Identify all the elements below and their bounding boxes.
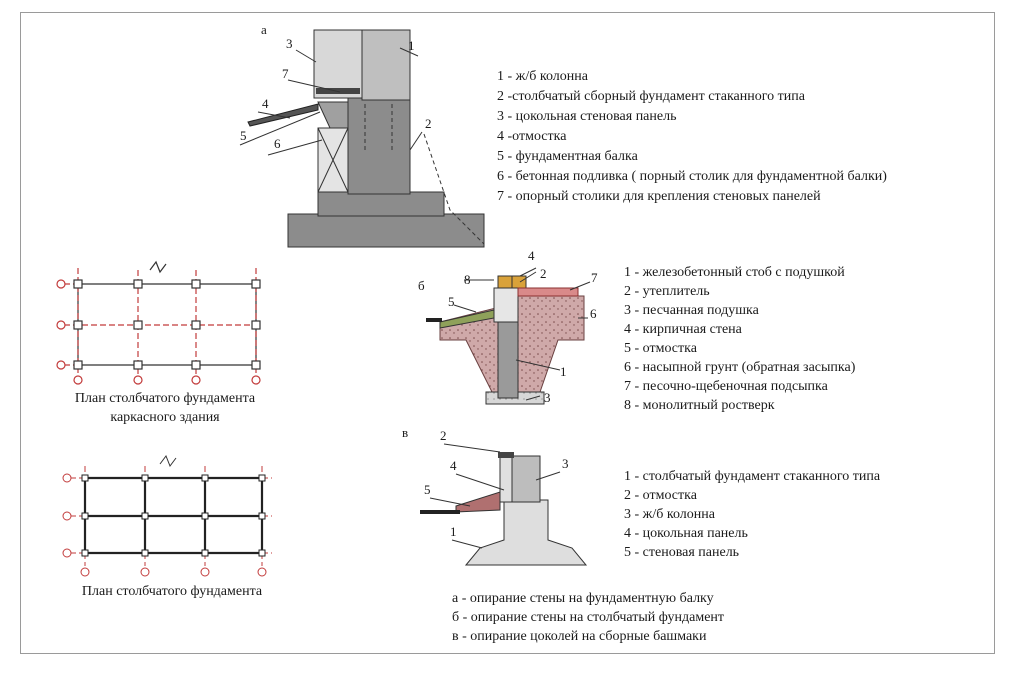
diagram-a: а 3 1 7 4 5 6 2 — [239, 22, 485, 248]
foundation-base-a — [287, 213, 485, 248]
legend-v-item: 2 - отмостка — [624, 488, 698, 503]
plan1-caption-line2: каркасного здания — [110, 410, 220, 425]
caption-v: в - опирание цоколей на сборные башмаки — [452, 629, 707, 644]
legend-a-item: 7 - опорный столики для крепления стенов… — [497, 189, 821, 204]
socket-block-a — [347, 97, 411, 195]
marker-b-6: 6 — [590, 306, 597, 321]
legend-b-item: 3 - песчанная подушка — [624, 303, 760, 318]
marker-b-3: 3 — [544, 390, 551, 405]
diagram-v: в 2 4 3 5 1 — [402, 425, 588, 566]
plan-frame-building — [56, 260, 261, 385]
marker-b-4: 4 — [528, 248, 535, 263]
marker-a-5: 5 — [240, 128, 247, 143]
section-label-v: в — [402, 425, 408, 440]
blind-area-v — [420, 510, 460, 514]
marker-a-3: 3 — [286, 36, 293, 51]
legend-b-item: 6 - насыпной грунт (обратная засыпка) — [624, 360, 856, 375]
legend-a-item: 4 -отмостка — [497, 129, 567, 144]
legend-a-item: 2 -столбчатый сборный фундамент стаканно… — [497, 89, 806, 104]
legend-b-item: 4 - кирпичная стена — [624, 322, 743, 337]
legend-b-item: 5 - отмостка — [624, 341, 698, 356]
marker-a-4: 4 — [262, 96, 269, 111]
marker-v-5: 5 — [424, 482, 431, 497]
caption-b: б - опирание стены на столбчатый фундаме… — [452, 610, 724, 625]
diagram-b: б 4 2 7 8 5 6 1 3 — [418, 248, 598, 405]
legend-v-item: 1 - столбчатый фундамент стаканного типа — [624, 469, 881, 484]
legend-v-item: 5 - стеновая панель — [624, 545, 739, 560]
blind-area-b — [439, 309, 495, 329]
caption-a: а - опирание стены на фундаментную балку — [452, 591, 714, 606]
grillage-b — [493, 287, 519, 323]
legend-b-item: 7 - песочно-щебеночная подсыпка — [624, 379, 829, 394]
plan1-caption-line1: План столбчатого фундамента — [75, 391, 256, 406]
legend-b: 1 - железобетонный стоб с подушкой 2 - у… — [624, 265, 856, 413]
marker-a-2: 2 — [425, 116, 432, 131]
wall-panel-v — [455, 491, 501, 513]
legend-a: 1 - ж/б колонна 2 -столбчатый сборный фу… — [497, 69, 887, 204]
legend-a-item: 3 - цокольная стеновая панель — [497, 109, 676, 124]
blind-area-a — [247, 103, 319, 127]
support-table-a — [316, 88, 360, 94]
marker-a-7: 7 — [282, 66, 289, 81]
marker-b-5: 5 — [448, 294, 455, 309]
legend-a-item: 1 - ж/б колонна — [497, 69, 589, 84]
plinth-panel-v — [499, 455, 513, 503]
rc-column-v — [511, 455, 541, 503]
marker-b-1: 1 — [560, 364, 567, 379]
precast-shoe-v — [464, 499, 588, 566]
marker-b-2: 2 — [540, 266, 547, 281]
legend-a-item: 5 - фундаментная балка — [497, 149, 639, 164]
legend-v: 1 - столбчатый фундамент стаканного типа… — [624, 469, 881, 560]
legend-v-item: 3 - ж/б колонна — [624, 507, 716, 522]
section-label-a: а — [261, 22, 267, 37]
legend-b-item: 2 - утеплитель — [624, 284, 710, 299]
section-label-b: б — [418, 278, 425, 293]
marker-a-1: 1 — [408, 38, 415, 53]
rc-column-a — [361, 29, 411, 101]
marker-v-3: 3 — [562, 456, 569, 471]
marker-v-2: 2 — [440, 428, 447, 443]
marker-a-6: 6 — [274, 136, 281, 151]
foundation-step-a — [317, 191, 445, 217]
rc-pillar-b — [497, 317, 519, 399]
plan2-caption: План столбчатого фундамента — [82, 584, 263, 599]
legend-b-item: 1 - железобетонный стоб с подушкой — [624, 265, 845, 280]
legend-b-item: 8 - монолитный ростверк — [624, 398, 775, 413]
legend-a-item: 6 - бетонная подливка ( порный столик дл… — [497, 169, 887, 184]
marker-v-4: 4 — [450, 458, 457, 473]
gravel-layer-b — [517, 287, 579, 297]
concrete-pad-a — [317, 101, 349, 129]
plan-column-foundation — [62, 454, 272, 577]
marker-b-7: 7 — [591, 270, 598, 285]
marker-b-8: 8 — [464, 272, 471, 287]
legend-v-item: 4 - цокольная панель — [624, 526, 748, 541]
figure-frame — [20, 12, 995, 654]
bottom-captions: а - опирание стены на фундаментную балку… — [452, 591, 724, 644]
plinth-panel-a — [313, 29, 363, 99]
marker-v-1: 1 — [450, 524, 457, 539]
